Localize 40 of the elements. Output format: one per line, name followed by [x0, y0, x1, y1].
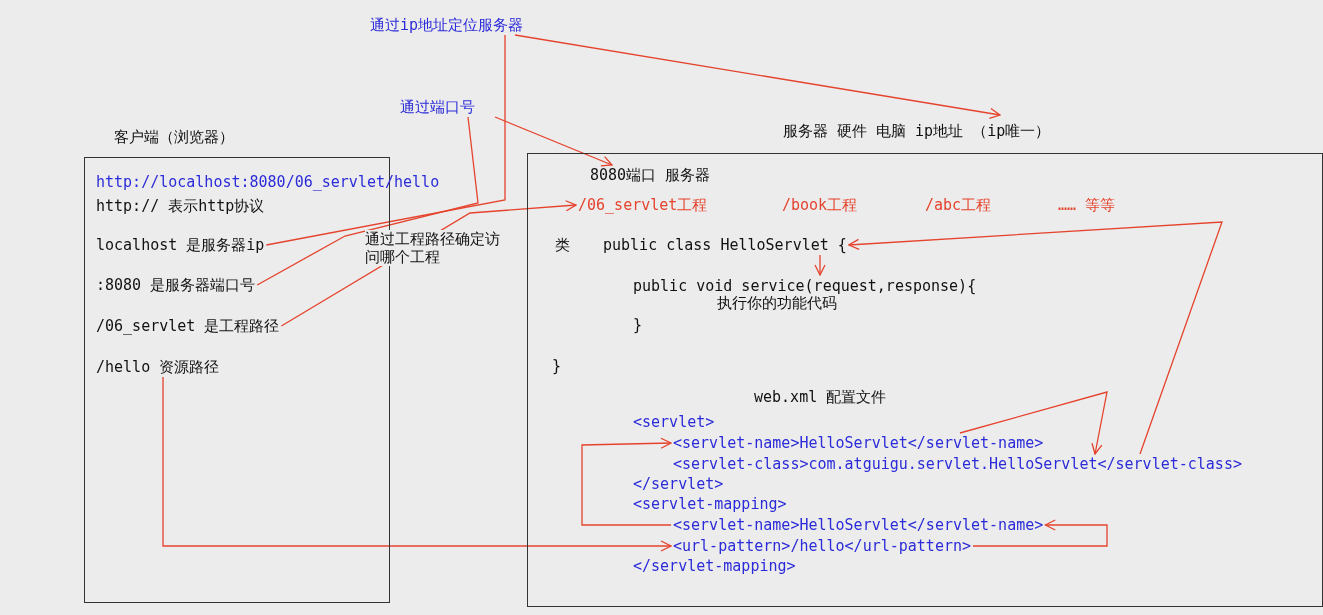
arrow: [814, 254, 826, 276]
annotation-text: http:// 表示http协议: [96, 197, 265, 215]
server-heading: 8080端口 服务器: [590, 166, 711, 184]
annotation-text: /06_servlet 是工程路径: [96, 317, 280, 335]
xml-line: <url-pattern>/hello</url-pattern>: [673, 537, 971, 555]
edge-label: 通过工程路径确定访问哪个工程: [365, 230, 501, 266]
side-label: 类: [555, 236, 570, 254]
panel-heading: 客户端（浏览器）: [114, 128, 234, 146]
arrow: [514, 34, 1001, 119]
connector-line: [265, 34, 506, 246]
annotation-text: 通过端口号: [400, 98, 475, 116]
annotation-text: /hello 资源路径: [96, 358, 220, 376]
code-line: </servlet>: [633, 475, 724, 493]
xml-line: <servlet-name>HelloServlet</servlet-name>: [673, 516, 1044, 534]
xml-line: <servlet-class>com.atguigu.servlet.HelloServlet</servlet-class>: [673, 455, 1242, 473]
file-caption: web.xml 配置文件: [754, 388, 887, 406]
arrow: [581, 437, 672, 526]
annotation-text: 通过ip地址定位服务器: [370, 16, 524, 34]
annotation-text: localhost 是服务器ip: [96, 236, 265, 254]
arrow: [959, 391, 1108, 455]
code-comment: 执行你的功能代码: [717, 296, 837, 311]
code-line: public class HelloServlet {: [603, 236, 847, 254]
arrow: [848, 221, 1223, 455]
annotation-text: :8080 是服务器端口号: [96, 276, 256, 294]
project-name: /abc工程: [925, 196, 992, 214]
connector-line: [256, 116, 479, 286]
code-line: <servlet-mapping>: [633, 495, 787, 513]
panel-heading: 服务器 硬件 电脑 ip地址 （ip唯一）: [783, 122, 1051, 140]
project-name: …… 等等: [1058, 196, 1116, 214]
code-line: </servlet-mapping>: [633, 557, 796, 575]
code-line: }: [633, 315, 643, 335]
closing-brace: }: [552, 357, 562, 375]
code-line: <servlet>: [633, 413, 715, 431]
arrow: [494, 116, 613, 167]
code-line: public void service(request,response){: [633, 276, 977, 296]
xml-line: <servlet-name>HelloServlet</servlet-name>: [673, 434, 1044, 452]
project-name: /book工程: [782, 196, 858, 214]
arrow: [162, 376, 672, 552]
arrow: [972, 519, 1108, 547]
project-name: /06_servlet工程: [578, 196, 708, 214]
